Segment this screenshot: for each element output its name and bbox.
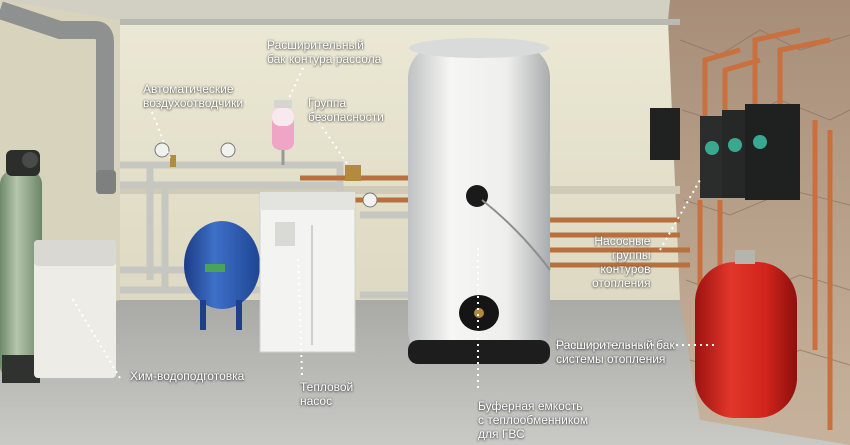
- brine-expansion-tank: [272, 100, 294, 165]
- label-line: системы отопления: [556, 352, 666, 366]
- label-line: Насосные: [594, 234, 651, 248]
- brine-box: [34, 240, 116, 378]
- label-line: Автоматические: [143, 82, 234, 96]
- callout-leaders: [71, 67, 718, 388]
- label-line: для ГВС: [478, 427, 525, 441]
- red-expansion-tank: [695, 250, 797, 418]
- label-line: безопасности: [308, 110, 384, 124]
- label-heat-pump: Тепловой насос: [300, 380, 353, 408]
- drain-pipe: [0, 1, 114, 190]
- label-line: Хим-водоподготовка: [130, 369, 245, 383]
- label-air-vents: Автоматические воздухоотводчики: [143, 82, 243, 110]
- label-line: насос: [300, 394, 333, 408]
- label-line: Группа: [308, 96, 347, 110]
- label-pump-groups: Насосные группы контуров отопления: [592, 234, 650, 290]
- ceiling: [0, 0, 700, 22]
- controller-box: [650, 108, 680, 160]
- floor: [0, 300, 850, 445]
- drain-pipe-joint: [96, 170, 116, 194]
- blue-expansion-tank: [184, 221, 260, 330]
- label-line: Буферная емкость: [478, 399, 583, 413]
- buffer-tank: [408, 38, 551, 364]
- label-line: группы: [611, 248, 651, 262]
- heat-pump-unit: [259, 191, 356, 353]
- label-safety-group: Группа безопасности: [308, 96, 384, 124]
- label-brine-expansion-tank: Расширительный бак контура рассола: [267, 38, 381, 66]
- label-line: Тепловой: [300, 380, 354, 394]
- label-line: бак контура рассола: [267, 52, 382, 66]
- label-line: с теплообменником: [478, 413, 589, 427]
- label-line: Расширительный бак: [556, 338, 675, 352]
- label-line: Расширительный: [267, 38, 364, 52]
- pump-groups: [700, 104, 800, 200]
- air-vent-gauges: [154, 142, 378, 208]
- label-line: контуров: [600, 262, 651, 276]
- copper-pipes: [300, 175, 690, 268]
- label-line: отопления: [592, 276, 651, 290]
- label-heating-expansion-tank: Расширительный бак системы отопления: [556, 338, 675, 366]
- water-softener-column: [0, 150, 42, 383]
- wall-band: [120, 186, 680, 194]
- label-water-treatment: Хим-водоподготовка: [130, 369, 244, 383]
- label-buffer-tank: Буферная емкость с теплообменником для Г…: [478, 399, 588, 441]
- label-line: воздухоотводчики: [143, 96, 244, 110]
